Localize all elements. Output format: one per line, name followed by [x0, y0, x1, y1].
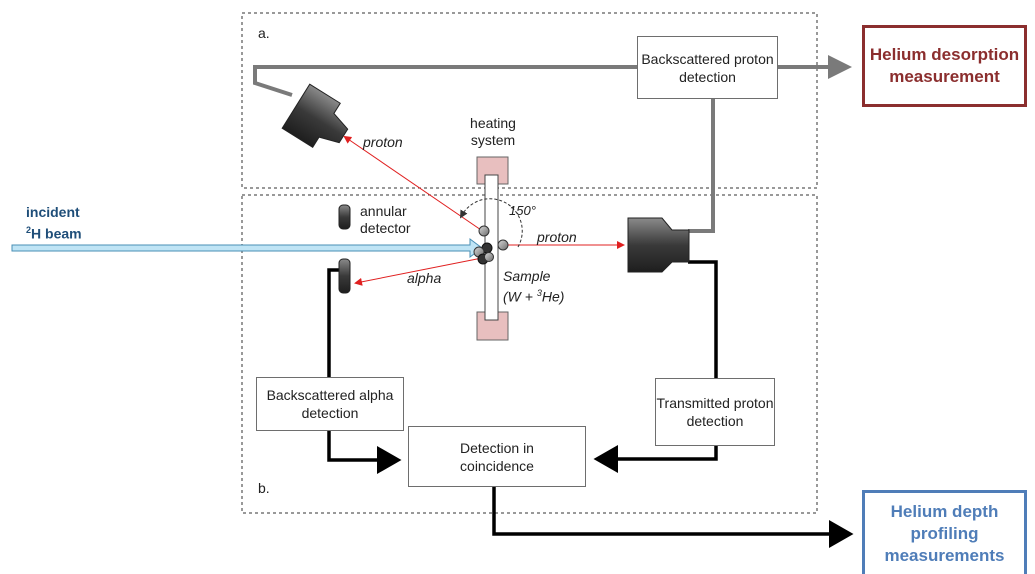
alpha-signal-line	[327, 268, 343, 377]
proton-right-label: proton	[537, 229, 577, 245]
heating-system-label: heating system	[470, 115, 516, 148]
incident-beam-label: incident 2H beam	[26, 203, 82, 243]
alpha-line	[354, 257, 483, 286]
desorption-output-box: Helium desorption measurement	[862, 25, 1027, 107]
particle-right	[497, 239, 509, 251]
alpha-label: alpha	[407, 270, 442, 286]
region-b-frame	[241, 194, 818, 514]
incident-line-2: 2H beam	[26, 221, 82, 243]
proton-upper-label: proton	[363, 134, 403, 150]
coincidence-label: Detection in coincidence	[460, 439, 534, 474]
incident-superscript: 2	[26, 225, 32, 235]
desorption-output-label: Helium desorption measurement	[869, 45, 1020, 86]
proton-to-coincidence-arrow	[593, 445, 718, 473]
sample-line-2-a: (W +	[503, 288, 537, 305]
annular-detector-bottom	[338, 258, 351, 294]
annular-detector-label: annular detector	[360, 203, 411, 236]
transmitted-proton-label: Transmitted proton detection	[656, 395, 774, 429]
incident-beam-arrow	[11, 238, 483, 258]
sample-line-1: Sample	[503, 268, 551, 284]
proton-signal-line	[688, 260, 718, 378]
particle-upper	[478, 225, 490, 237]
sample-label: Sample (W + 3He)	[503, 268, 564, 306]
sample-superscript: 3	[536, 288, 542, 298]
angle-arc	[460, 198, 523, 248]
particle-sample	[484, 252, 494, 262]
coincidence-box: Detection in coincidence	[408, 426, 586, 487]
backscattered-proton-label: Backscattered proton detection	[641, 50, 774, 85]
backscattered-proton-box: Backscattered proton detection	[637, 36, 778, 99]
backscattered-alpha-box: Backscattered alpha detection	[256, 377, 404, 431]
sample-line-2-b: He)	[541, 288, 565, 305]
backscattered-alpha-label: Backscattered alpha detection	[266, 387, 394, 421]
angle-label: 150°	[509, 203, 536, 218]
coincidence-to-output-arrow	[492, 487, 854, 548]
gray-signal-line-upper	[253, 65, 637, 97]
region-a-frame	[241, 12, 818, 189]
alpha-to-coincidence-arrow	[327, 431, 402, 474]
upper-proton-detector	[281, 83, 349, 149]
transmitted-proton-detector	[627, 217, 690, 273]
incident-line-1: incident	[26, 204, 80, 220]
depth-output-label: Helium depth profiling measurements	[884, 501, 1005, 565]
depth-output-box: Helium depth profiling measurements	[862, 490, 1027, 574]
annular-detector-top	[338, 204, 351, 230]
region-b-label: b.	[258, 480, 270, 496]
gray-signal-line-right	[688, 99, 715, 233]
incident-beam-text: H beam	[31, 225, 82, 242]
transmitted-proton-box: Transmitted proton detection	[655, 378, 775, 446]
region-a-label: a.	[258, 25, 270, 41]
sample-line-2: (W + 3He)	[503, 285, 564, 306]
